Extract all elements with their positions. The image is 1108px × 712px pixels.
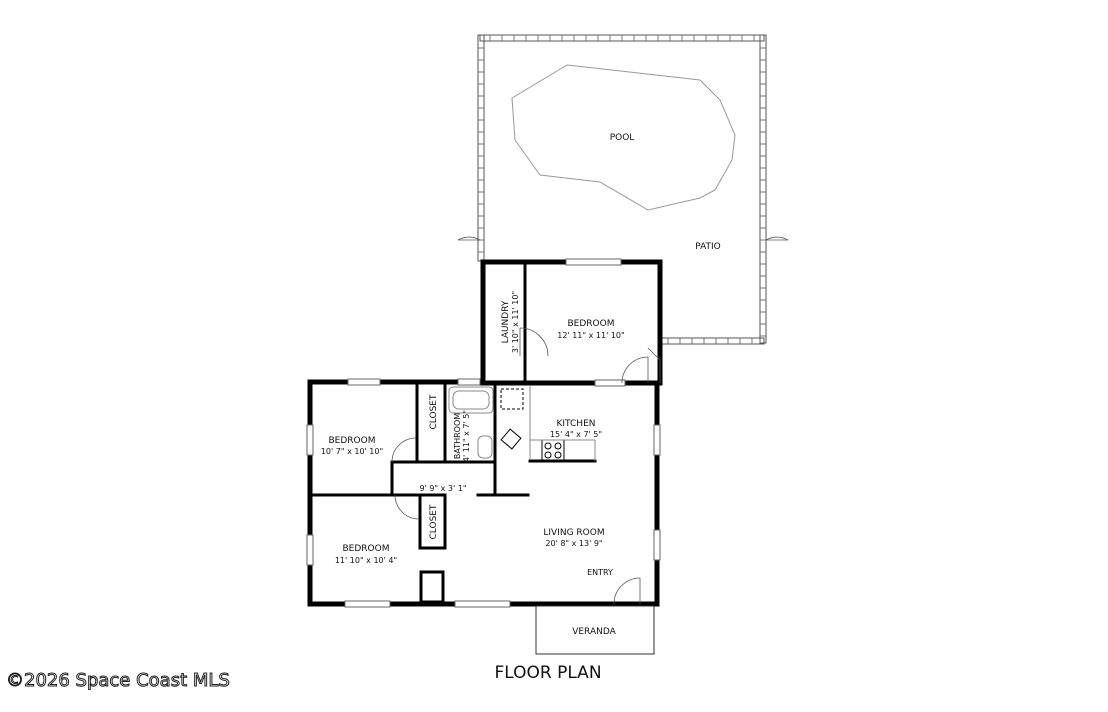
kitchen-name: KITCHEN (557, 419, 596, 429)
patio-enclosure (457, 34, 789, 345)
living-room-name: LIVING ROOM (543, 528, 604, 538)
veranda-label: VERANDA (572, 627, 616, 637)
windows (306, 258, 661, 608)
hall-dims: 9' 9" x 3' 1" (419, 484, 466, 493)
bathroom-dims: 4' 11" x 7' 5" (462, 410, 471, 462)
living-room-dims: 20' 8" x 13' 9" (545, 539, 602, 548)
pool-label: POOL (610, 133, 635, 143)
laundry-dims: 3' 10" x 11' 10" (511, 291, 520, 353)
doors (391, 327, 661, 605)
entry-label: ENTRY (587, 568, 613, 577)
veranda-outline (535, 605, 655, 655)
patio-label: PATIO (695, 242, 721, 252)
bedroom-left-top-dims: 10' 7" x 10' 10" (321, 447, 383, 456)
room-labels: POOL PATIO BEDROOM 12' 11" x 11' 10" LAU… (321, 133, 721, 637)
mls-watermark: ©2026 Space Coast MLS (6, 670, 230, 691)
closet-top-label: CLOSET (429, 394, 439, 429)
bedroom-left-bottom-name: BEDROOM (343, 544, 390, 554)
pool-outline (511, 64, 736, 211)
kitchen-dims: 15' 4" x 7' 5" (550, 430, 602, 439)
bathroom-name: BATHROOM (453, 413, 462, 459)
bedroom-top-name: BEDROOM (568, 319, 615, 329)
bedroom-left-top-name: BEDROOM (329, 436, 376, 446)
laundry-name: LAUNDRY (501, 300, 511, 343)
bedroom-left-bottom-dims: 11' 10" x 10' 4" (335, 556, 397, 565)
closet-bottom-label: CLOSET (429, 504, 439, 539)
fixtures (448, 385, 596, 461)
bedroom-top-dims: 12' 11" x 11' 10" (557, 331, 624, 340)
floor-plan-caption: FLOOR PLAN (494, 663, 601, 683)
